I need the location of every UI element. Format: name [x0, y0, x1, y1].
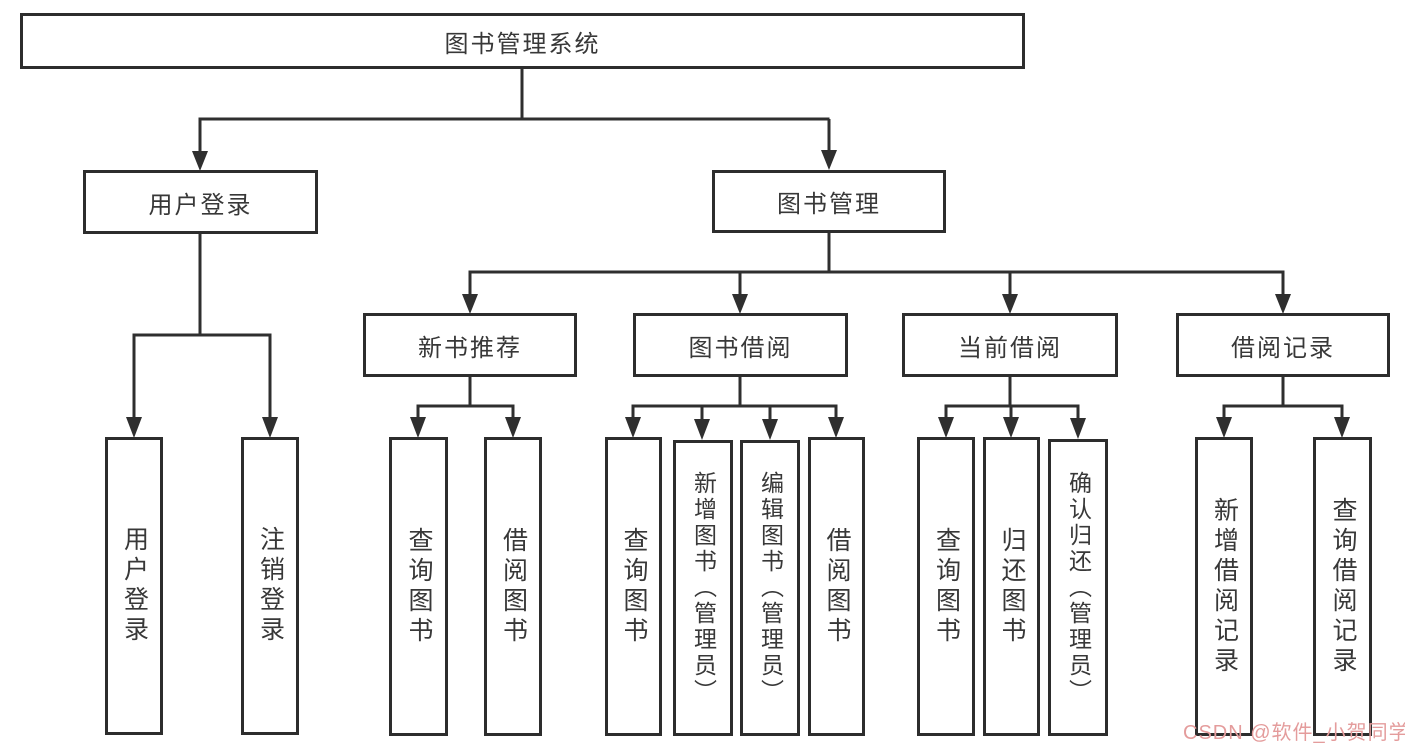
connector-borrow-records-to-leaves	[1222, 377, 1344, 419]
node-rec-query-books: 查询图书	[389, 437, 448, 736]
node-bb-borrow-books: 借阅图书	[808, 437, 865, 736]
csdn-watermark: CSDN @软件_小贺同学	[1183, 722, 1405, 744]
node-book-mgmt: 图书管理	[712, 170, 946, 233]
arrowheads-book-mgmt-to-level3	[462, 294, 1291, 314]
node-rec-borrow-books: 借阅图书	[484, 437, 542, 736]
node-cb-confirm-return: 确认归还（管理员）	[1048, 439, 1108, 736]
node-leaf-user-login: 用户登录	[105, 437, 163, 735]
node-current-borrow: 当前借阅	[902, 313, 1118, 377]
arrowheads-current-borrow-to-leaves	[938, 417, 1086, 439]
node-bb-add-books: 新增图书（管理员）	[673, 440, 733, 736]
node-bb-edit-books: 编辑图书（管理员）	[740, 440, 800, 736]
arrowheads-borrow-records-to-leaves	[1216, 417, 1350, 438]
node-bb-query-books: 查询图书	[605, 437, 662, 736]
node-borrow-records: 借阅记录	[1176, 313, 1390, 377]
node-cb-return-books: 归还图书	[983, 437, 1040, 736]
arrowheads-user-login-to-leaves	[126, 417, 278, 438]
connector-book-borrow-to-leaves	[631, 377, 838, 421]
node-new-book-rec: 新书推荐	[363, 313, 577, 377]
connector-user-login-to-leaves	[132, 234, 272, 419]
node-cb-query-books: 查询图书	[917, 437, 975, 736]
connector-root-to-level2	[198, 68, 831, 153]
node-leaf-logout: 注销登录	[241, 437, 299, 735]
node-book-borrow: 图书借阅	[633, 313, 848, 377]
arrowheads-new-book-rec-to-leaves	[410, 417, 521, 438]
connector-current-borrow-to-leaves	[944, 377, 1080, 420]
node-root: 图书管理系统	[20, 13, 1025, 69]
connector-new-book-rec-to-leaves	[416, 377, 515, 419]
node-user-login: 用户登录	[83, 170, 318, 234]
node-br-query-record: 查询借阅记录	[1313, 437, 1372, 736]
connector-book-mgmt-to-level3	[468, 233, 1285, 296]
arrowheads-root-to-level2	[192, 150, 837, 171]
node-br-add-record: 新增借阅记录	[1195, 437, 1253, 736]
